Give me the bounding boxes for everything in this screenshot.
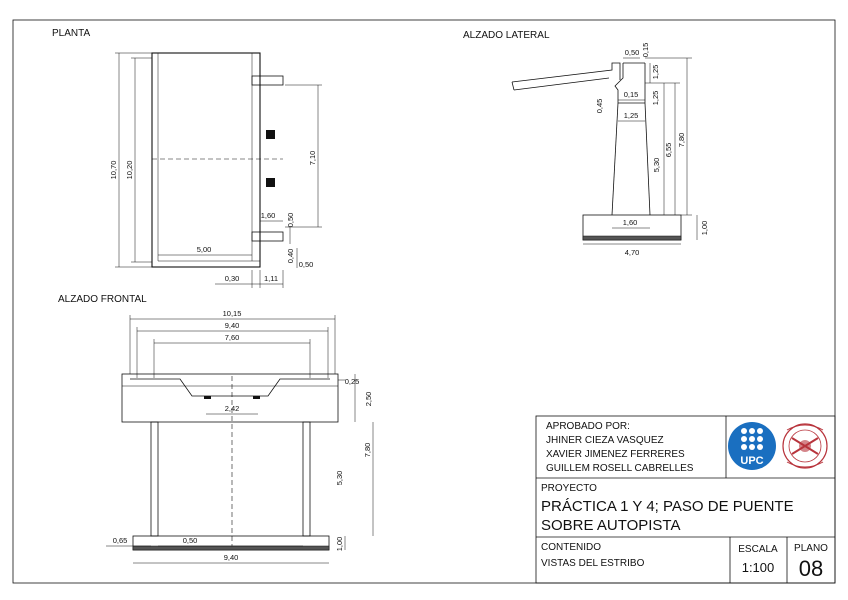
dim-label: 0,30	[225, 274, 240, 283]
dim-label: 0,65	[113, 536, 128, 545]
dim-label: 5,30	[335, 471, 344, 486]
project-label: PROYECTO	[541, 483, 597, 494]
approver-name: XAVIER JIMENEZ FERRERES	[546, 449, 685, 460]
sheet-label: PLANO	[794, 543, 828, 554]
dim-label: 0,15	[641, 43, 650, 58]
dim-label: 0,45	[595, 99, 604, 114]
project-title-line2: SOBRE AUTOPISTA	[541, 517, 680, 534]
dim-label: 1,25	[651, 91, 660, 106]
dim-label: 9,40	[224, 553, 239, 562]
dim-label: 1,11	[264, 274, 278, 283]
dim-label: 0,50	[183, 536, 198, 545]
approver-name: JHINER CIEZA VASQUEZ	[546, 435, 664, 446]
upc-logo-text: UPC	[740, 455, 763, 467]
dim-label: 6,55	[664, 143, 673, 158]
view-title-planta: PLANTA	[52, 28, 90, 39]
title-block	[535, 415, 836, 584]
drawing-frame	[12, 19, 836, 584]
scale-value: 1:100	[742, 560, 775, 575]
dim-label: 0,15	[624, 90, 639, 99]
dim-label: 7,10	[308, 151, 317, 166]
dim-label: 1,00	[700, 221, 709, 236]
dim-label: 1,60	[261, 211, 276, 220]
dim-label: 0,50	[286, 213, 295, 228]
dim-label: 7,80	[677, 133, 686, 148]
alzado-lateral-drawing	[511, 57, 698, 245]
bearing-pad	[266, 178, 275, 187]
approver-name: GUILLEM ROSELL CABRELLES	[546, 463, 694, 474]
planta-drawing	[115, 52, 322, 288]
sheet-number: 08	[799, 556, 823, 581]
dim-label: 1,00	[335, 537, 344, 552]
dim-label: 10,70	[109, 161, 118, 180]
upc-logo: UPC	[728, 422, 776, 470]
dim-label: 9,40	[225, 321, 240, 330]
dim-label: 5,00	[197, 245, 212, 254]
dim-label: 0,25	[345, 377, 360, 386]
dim-label: 0,40	[286, 249, 295, 264]
bearing-pad	[204, 396, 211, 399]
scale-label: ESCALA	[738, 544, 778, 555]
view-title-alzado-lateral: ALZADO LATERAL	[463, 30, 550, 41]
dim-label: 2,50	[364, 392, 373, 407]
bearing-pad	[253, 396, 260, 399]
dim-label: 10,15	[223, 309, 242, 318]
dim-label: 7,80	[363, 443, 372, 458]
dim-label: 1,25	[624, 111, 639, 120]
dim-label: 0,50	[299, 260, 314, 269]
dim-label: 10,20	[125, 161, 134, 180]
dim-label: 4,70	[625, 248, 640, 257]
approved-label: APROBADO POR:	[546, 421, 630, 432]
content-label: CONTENIDO	[541, 542, 601, 553]
dim-label: 2,42	[225, 404, 240, 413]
content-value: VISTAS DEL ESTRIBO	[541, 558, 645, 569]
dim-label: 5,30	[652, 158, 661, 173]
bearing-pad	[266, 130, 275, 139]
dim-label: 0,50	[625, 48, 640, 57]
view-title-alzado-frontal: ALZADO FRONTAL	[58, 294, 147, 305]
alzado-frontal-drawing	[106, 315, 374, 564]
dim-label: 1,60	[623, 218, 638, 227]
engineering-seal	[782, 423, 828, 469]
dim-label: 7,60	[225, 333, 240, 342]
project-title-line1: PRÁCTICA 1 Y 4; PASO DE PUENTE	[541, 498, 794, 515]
dim-label: 1,25	[651, 65, 660, 80]
